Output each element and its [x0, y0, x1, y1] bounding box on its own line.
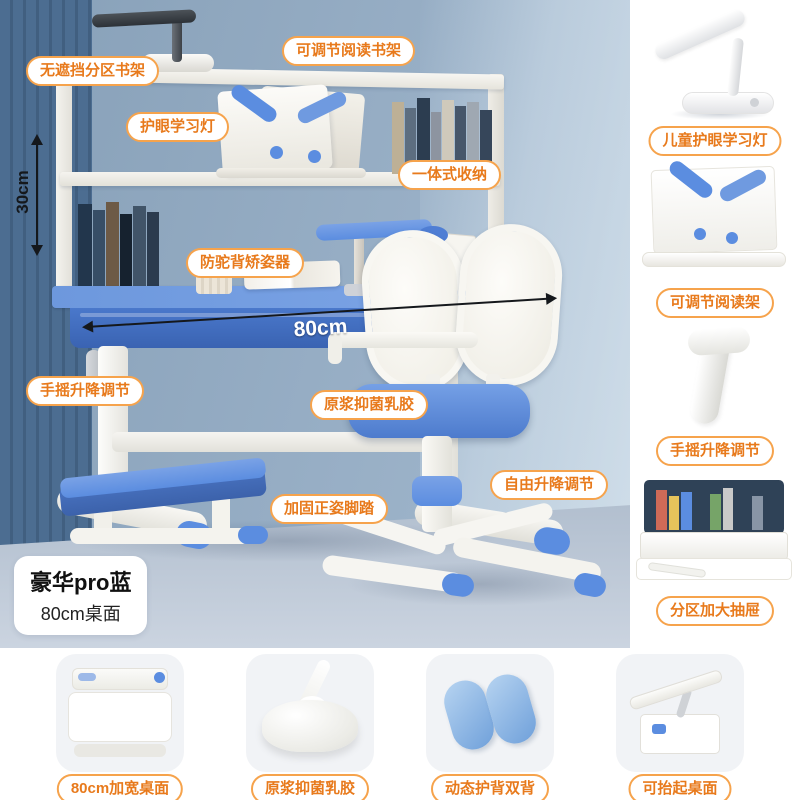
- chair-foot-right-cap: [572, 571, 608, 599]
- bottom-label-lift-desktop: 可抬起桌面: [628, 774, 732, 800]
- footrest: [52, 446, 282, 550]
- rack-thumb-base: [642, 252, 786, 267]
- height-arrowhead-bottom: [31, 245, 43, 262]
- variant-subtitle: 80cm桌面: [40, 604, 121, 624]
- feature-sidebar: 儿童护眼学习灯 可调节阅读架 手摇升降调节: [630, 0, 800, 648]
- desk-lamp: [90, 8, 230, 74]
- bottom-card-backrest: [426, 654, 554, 772]
- study-chair: [321, 220, 620, 618]
- lamp-base: [142, 54, 214, 72]
- callout-desk-lift: 手摇升降调节: [26, 376, 145, 406]
- posture-pole: [354, 232, 364, 292]
- width-arrowhead-left: [75, 320, 94, 334]
- drawer-thumb-front: [636, 558, 792, 580]
- liftdesk-thumb-accent: [652, 724, 666, 734]
- liftdesk-thumb-base: [640, 714, 720, 754]
- footrest-base: [70, 528, 250, 544]
- desktop-thumb-accent: [78, 673, 96, 681]
- height-dimension-label: 30cm: [13, 170, 32, 214]
- lamp-thumb-base: [682, 92, 774, 114]
- feature-reading-rack-label: 可调节阅读架: [655, 288, 775, 318]
- bottom-label-desktop: 80cm加宽桌面: [56, 774, 184, 800]
- chair-backrest-right: [452, 220, 566, 390]
- callout-shelf: 无遮挡分区书架: [26, 56, 160, 86]
- callout-chair-lift: 自由升降调节: [490, 470, 609, 500]
- lamp-thumb-button: [750, 98, 759, 107]
- callout-footrest: 加固正姿脚踏: [270, 494, 389, 524]
- desktop-thumb-drawer: [74, 744, 166, 757]
- feature-reading-rack-image: [630, 156, 800, 282]
- height-arrowhead-top: [31, 128, 43, 145]
- callout-lamp: 护眼学习灯: [126, 112, 230, 142]
- feature-drawer-image: [630, 466, 800, 592]
- variant-title: 豪华pro蓝: [30, 570, 132, 595]
- feature-lamp-image: [630, 4, 800, 124]
- variant-badge: 豪华pro蓝 80cm桌面: [14, 556, 148, 635]
- bottom-label-backrest: 动态护背双背: [430, 774, 550, 800]
- reading-stand: [212, 82, 372, 180]
- feature-crank-image: [630, 318, 800, 432]
- desktop-thumb-surface: [68, 692, 172, 742]
- desk-crossbar: [112, 432, 442, 452]
- callout-reading-rack: 可调节阅读书架: [282, 36, 416, 66]
- crank-thumb-top: [687, 325, 751, 357]
- drawer-thumb-opening: [644, 480, 784, 534]
- drawer-groove: [80, 313, 530, 317]
- drawer-thumb-body: [640, 532, 788, 560]
- desktop-thumb-lamp-dot: [154, 672, 165, 683]
- hutch-middle-shelf: [60, 172, 500, 186]
- shelf-books: [392, 96, 492, 174]
- bottom-card-latex: [246, 654, 374, 772]
- latex-thumb-cushion: [262, 700, 358, 752]
- bottom-label-latex: 原浆抑菌乳胶: [250, 774, 370, 800]
- callout-latex: 原浆抑菌乳胶: [310, 390, 429, 420]
- rack-thumb-knob-left: [694, 228, 706, 240]
- lamp-stem: [172, 18, 182, 62]
- chair-backrest-left: [358, 226, 472, 396]
- footrest-base-cap: [238, 526, 268, 544]
- height-arrow: [31, 134, 43, 256]
- reading-stand-knob-right: [308, 150, 321, 163]
- bottom-card-desktop: [56, 654, 184, 772]
- width-arrowhead-right: [545, 291, 564, 305]
- chair-lift-ring: [412, 476, 462, 506]
- reading-stand-knob-left: [270, 146, 283, 159]
- rack-thumb-knob-right: [726, 232, 738, 244]
- chair-armrest-drop: [328, 334, 342, 364]
- reading-stand-base: [216, 168, 366, 178]
- feature-crank-label: 手摇升降调节: [655, 436, 775, 466]
- bottom-feature-row: 80cm加宽桌面 原浆抑菌乳胶 动态护背双背 可抬起桌面: [0, 648, 800, 800]
- width-dimension-label: 80cm: [292, 315, 349, 342]
- callout-posture-corrector: 防驼背矫姿器: [186, 248, 305, 278]
- desk-books: [78, 200, 170, 294]
- callout-storage: 一体式收纳: [398, 160, 502, 190]
- feature-drawer-label: 分区加大抽屉: [655, 596, 775, 626]
- chair-armrest: [328, 332, 478, 348]
- product-scene: 80cm: [0, 0, 632, 648]
- desktop-thumb-hutch: [72, 668, 168, 690]
- lamp-thumb-stem: [726, 37, 745, 97]
- liftdesk-thumb-top: [628, 668, 724, 711]
- crank-thumb-knob: [728, 404, 748, 424]
- chair-foot-left-cap: [440, 571, 476, 599]
- bottom-card-lift-desktop: [616, 654, 744, 772]
- feature-lamp-label: 儿童护眼学习灯: [648, 126, 782, 156]
